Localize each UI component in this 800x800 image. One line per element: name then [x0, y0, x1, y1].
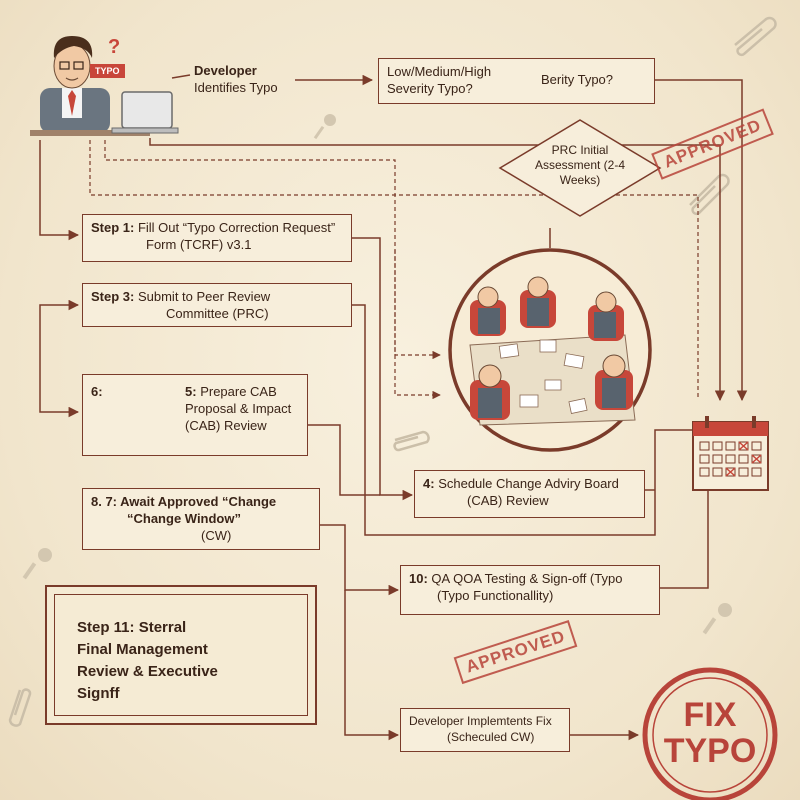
- step11-frame: Step 11: Sterral Final Management Review…: [45, 585, 317, 725]
- step5-number-left: 6:: [91, 384, 103, 399]
- severity-box: Low/Medium/High Severity Typo? Berity Ty…: [378, 58, 655, 104]
- implement-line1: Developer Implemtents Fix: [409, 714, 552, 728]
- step5-box: 6: 5: Prepare CAB Proposal & Impact (CAB…: [82, 374, 308, 456]
- developer-label: Developer Identifies Typo: [194, 62, 278, 96]
- step5-line2: Proposal & Impact: [185, 401, 292, 416]
- step5-line1: Prepare CAB: [200, 384, 277, 399]
- fix-label-line1: FIX: [683, 696, 737, 734]
- paperclip-icon: [734, 16, 777, 57]
- prc-line1: PRC Initial: [551, 143, 609, 157]
- step1-box: Step 1: Fill Out “Typo Correction Reques…: [82, 214, 352, 262]
- paperclip-icon: [393, 430, 430, 452]
- step11-inner-border: [54, 594, 308, 716]
- step10-box: 10: QA QOA Testing & Sign-off (Typo (Typ…: [400, 565, 660, 615]
- fix-label-line2: TYPO: [663, 732, 757, 770]
- paperclip-icon: [689, 173, 730, 216]
- laptop-icon: [111, 91, 179, 134]
- step4-box: 4: Schedule Change Adviry Board (CAB) Re…: [414, 470, 645, 518]
- step7-line3: (CW): [201, 528, 232, 543]
- step11-text: Step 11: Sterral Final Management Review…: [77, 617, 218, 705]
- fix-typo-seal: [642, 667, 778, 800]
- step11-line2: Final Management: [77, 641, 208, 658]
- severity-line1: Low/Medium/High: [387, 64, 492, 79]
- step3-line2: Committee (PRC): [166, 306, 269, 321]
- prc-line2: Assessment: [534, 158, 601, 172]
- pushpin-icon: [313, 114, 336, 140]
- step11-line3: Review & Executive: [77, 663, 218, 680]
- developer-avatar-icon: [30, 36, 150, 136]
- severity-line2: Severity Typo?: [387, 81, 473, 96]
- fix-typo-label: FIX TYPO: [650, 697, 770, 769]
- step5-prefix: 5:: [185, 384, 197, 399]
- step11-line1: Step 11: Sterral: [77, 619, 187, 636]
- step7-box: 8. 7: Await Approved “Change “Change Win…: [82, 488, 320, 550]
- step5-line3: (CAB) Review: [185, 418, 267, 433]
- step3-box: Step 3: Submit to Peer Review Committee …: [82, 283, 352, 327]
- typo-tag: TYPO: [90, 64, 125, 78]
- step10-prefix: 10:: [409, 571, 428, 586]
- developer-label-line1: Developer: [194, 63, 257, 78]
- paperclip-icon: [8, 688, 32, 727]
- implement-line2: (Scheculed CW): [447, 730, 535, 744]
- implement-box: Developer Implemtents Fix (Scheculed CW): [400, 708, 570, 752]
- step4-line1: Schedule Change Adviry Board: [438, 476, 619, 491]
- step4-prefix: 4:: [423, 476, 435, 491]
- question-mark: ?: [108, 36, 121, 58]
- step10-line2: (Typo Functionallity): [437, 588, 554, 603]
- meeting-board-icon: [448, 248, 652, 452]
- step1-line1: Fill Out “Typo Correction Request”: [137, 220, 336, 235]
- pushpin-icon: [22, 548, 52, 580]
- developer-label-line2: Identifies Typo: [194, 80, 278, 95]
- step3-line1: Submit to Peer Review: [137, 289, 271, 304]
- step7-line2: “Change Window”: [127, 511, 241, 526]
- step1-prefix: Step 1:: [91, 220, 135, 235]
- prc-assessment-diamond: [498, 119, 662, 217]
- step7-line1: 8. 7: Await Approved “Change: [91, 494, 277, 509]
- calendar-icon: [692, 416, 769, 491]
- step4-line2: (CAB) Review: [467, 493, 549, 508]
- step10-line1: QA QOA Testing & Sign-off (Typo: [431, 571, 623, 586]
- severity-right-label: Berity Typo?: [541, 72, 614, 87]
- step11-line4: Signff: [77, 685, 120, 702]
- step3-prefix: Step 3:: [91, 289, 135, 304]
- prc-line3: (2-4 Weeks): [559, 158, 626, 187]
- prc-assessment-label: PRC Initial Assessment (2-4 Weeks): [520, 143, 640, 188]
- step1-line2: Form (TCRF) v3.1: [146, 237, 252, 252]
- pushpin-icon: [702, 603, 732, 635]
